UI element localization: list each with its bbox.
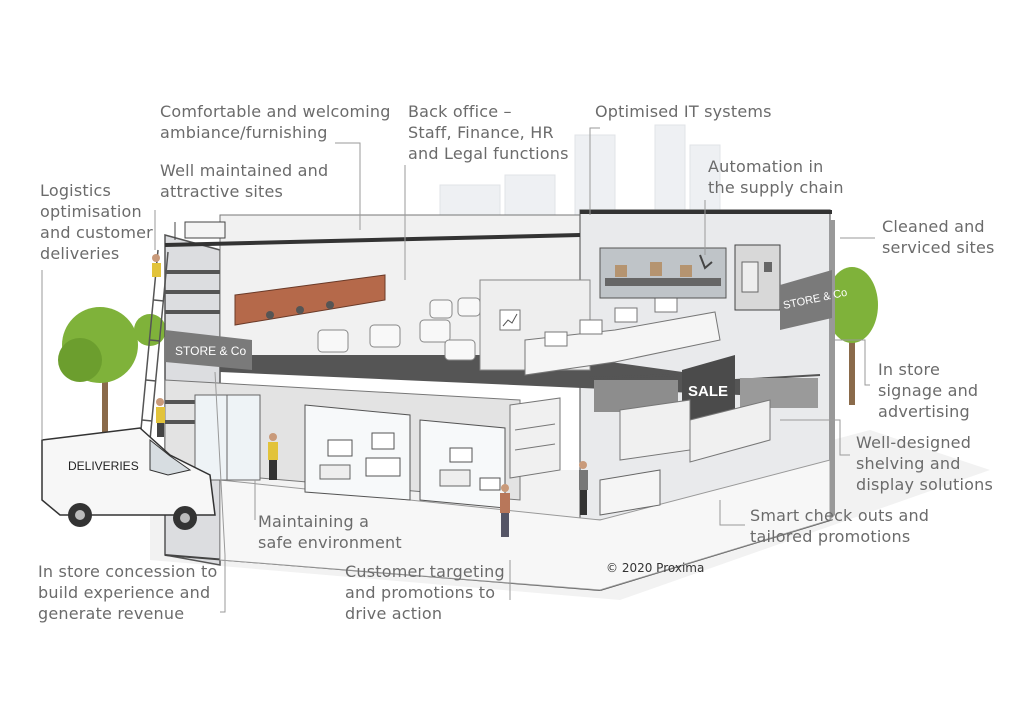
- customer-walking: [500, 484, 510, 537]
- clothing-racks: [589, 374, 821, 412]
- worker-ground: [156, 398, 165, 437]
- shopper: [579, 461, 588, 515]
- label-furnishing: Comfortable and welcoming ambiance/furni…: [160, 102, 391, 142]
- leader-lines: [41, 127, 875, 613]
- automation-conveyor: [599, 247, 727, 299]
- tree-left: [58, 307, 166, 440]
- label-signage: In store signage and advertising: [878, 360, 979, 421]
- store-sign-left: STORE & Co: [165, 330, 252, 370]
- checkout-counter: [599, 469, 661, 516]
- label-cleaned-sites: Cleaned and serviced sites: [882, 217, 995, 257]
- ladder: [139, 249, 169, 441]
- svg-text:STORE & Co: STORE & Co: [175, 344, 246, 358]
- electronics-room: [419, 419, 506, 509]
- svg-text:DELIVERIES: DELIVERIES: [68, 459, 139, 473]
- shelving-units: [509, 397, 771, 479]
- label-safe-environment: Maintaining a safe environment: [258, 512, 402, 552]
- entrance-doors: [194, 394, 261, 481]
- vending-kiosk: [734, 244, 781, 311]
- label-it-systems: Optimised IT systems: [595, 102, 772, 121]
- lounge-seating: [317, 297, 481, 361]
- label-maintained-sites: Well maintained and attractive sites: [160, 161, 329, 201]
- back-office: [479, 279, 721, 376]
- delivery-van: DELIVERIES: [41, 427, 216, 530]
- label-shelving: Well-designed shelving and display solut…: [856, 433, 993, 494]
- label-back-office: Back office – Staff, Finance, HR and Leg…: [408, 102, 569, 163]
- worker-on-ladder: [152, 254, 161, 277]
- label-checkouts: Smart check outs and tailored promotions: [750, 506, 930, 546]
- concession-room: [304, 404, 411, 501]
- copyright-notice: © 2020 Proxima: [606, 561, 705, 575]
- rooftop-ac-unit: [174, 221, 226, 240]
- svg-text:SALE: SALE: [688, 383, 728, 400]
- tree-right: [826, 267, 878, 405]
- label-automation: Automation in the supply chain: [708, 157, 844, 197]
- label-concession: In store concession to build experience …: [38, 562, 218, 623]
- label-logistics: Logistics optimisation and customer deli…: [40, 181, 153, 263]
- label-targeting: Customer targeting and promotions to dri…: [345, 562, 505, 623]
- sale-sign: SALE: [682, 355, 735, 424]
- cafe-bar-counter: [234, 274, 386, 326]
- security-guard: [268, 433, 278, 480]
